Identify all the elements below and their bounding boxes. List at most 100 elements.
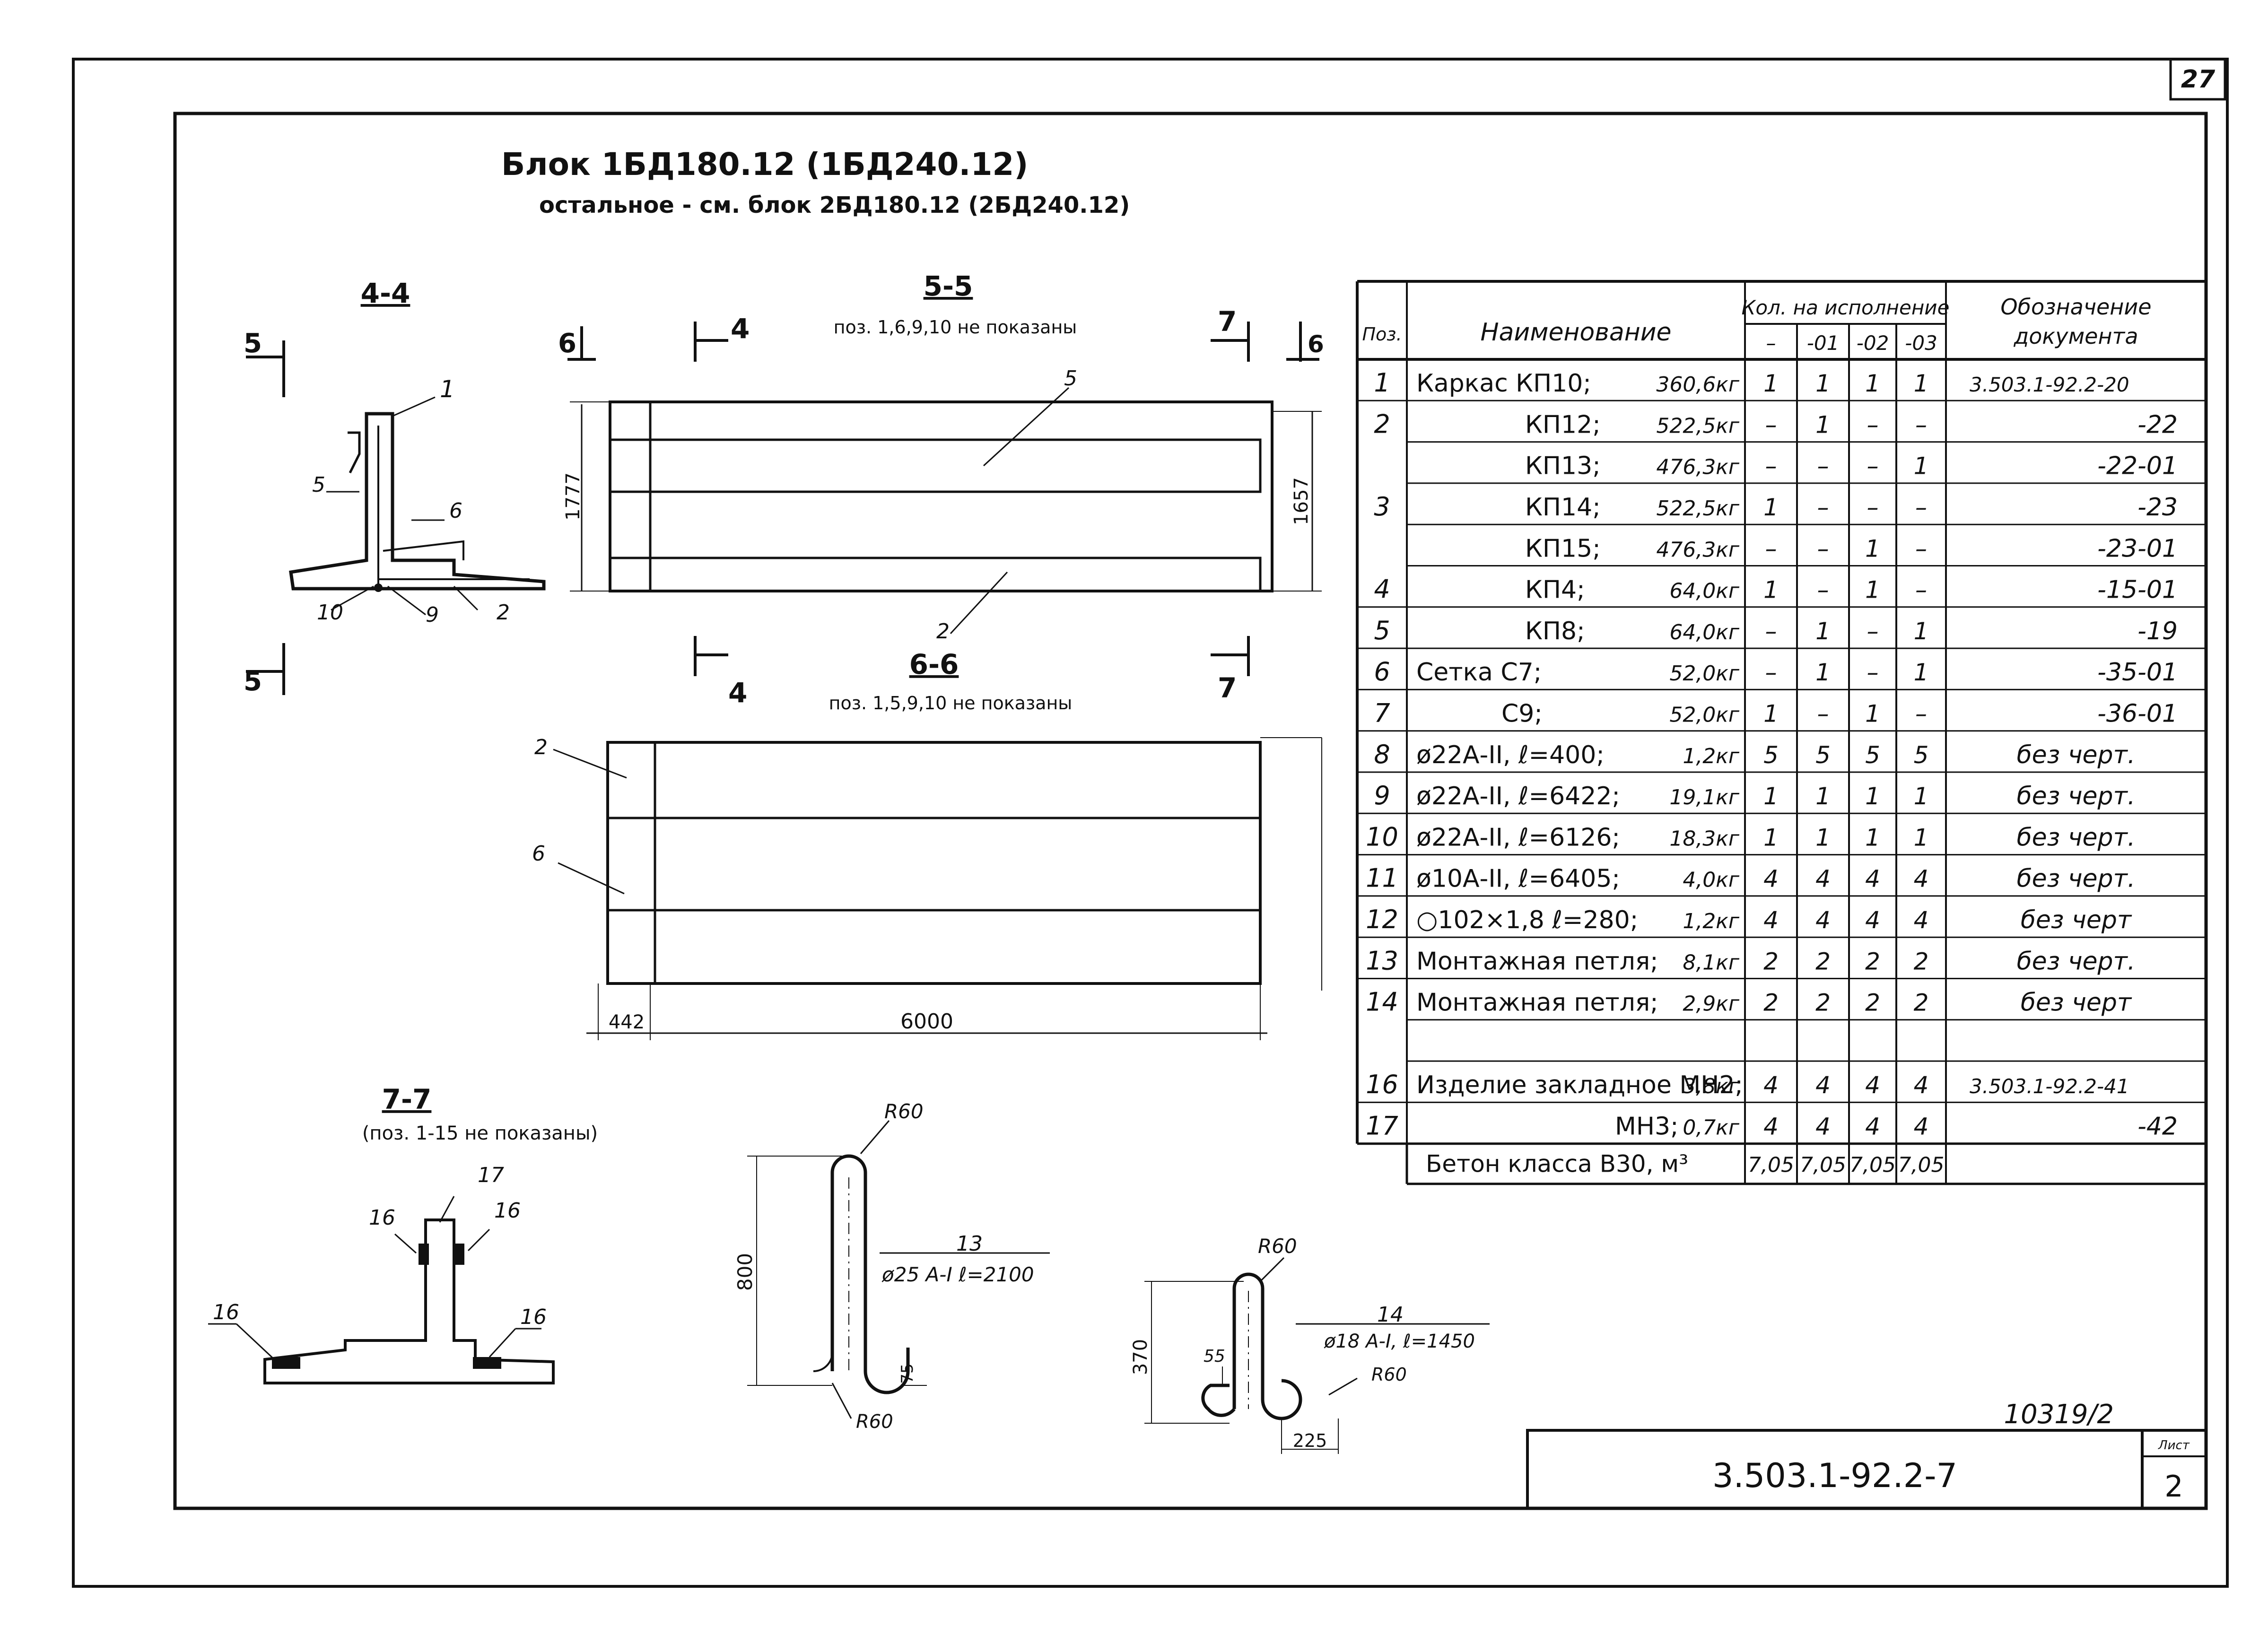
callout: 5 — [312, 473, 325, 497]
row-qty: – — [1867, 453, 1879, 480]
row-qty: 4 — [1865, 906, 1880, 934]
row-qty: 5 — [1763, 741, 1779, 769]
row-qty: 1 — [1914, 659, 1929, 686]
row-mass: 4,0кг — [1683, 868, 1740, 892]
row-qty: – — [1817, 576, 1829, 604]
callout: 6 — [532, 842, 545, 866]
cut-6-left: 6 — [558, 328, 576, 359]
row-doc: 3.503.1-92.2-20 — [1970, 373, 2129, 396]
row-name: КП14; — [1525, 493, 1601, 522]
row-qty: – — [1765, 411, 1777, 438]
cut-6-right: 6 — [1308, 331, 1324, 358]
row-doc: без черт. — [2017, 741, 2136, 769]
row-qty: 1 — [1865, 370, 1880, 397]
cut-4-bottom: 4 — [728, 677, 747, 709]
row-qty: 2 — [1763, 989, 1779, 1017]
row-qty: – — [1765, 535, 1777, 562]
row-pos: 1 — [1374, 368, 1390, 398]
row-qty: 2 — [1914, 948, 1929, 975]
row-name: ø10А-II, ℓ=6405; — [1416, 865, 1620, 893]
row-name: Каркас КП10; — [1416, 369, 1591, 398]
row-mass: 64,0кг — [1669, 620, 1740, 644]
row-qty: 1 — [1763, 576, 1779, 604]
row-qty: – — [1867, 494, 1879, 521]
row-mass: 0,7кг — [1683, 1115, 1740, 1140]
row-qty: 2 — [1815, 989, 1831, 1017]
loop-14-pos: 14 — [1377, 1303, 1404, 1327]
row-mass: 476,3кг — [1656, 455, 1740, 479]
row-qty: – — [1817, 453, 1829, 480]
callout: 16 — [520, 1305, 547, 1329]
row-name: КП12; — [1525, 410, 1601, 439]
row-doc: без черт. — [2017, 782, 2136, 810]
row-mass: 18,3кг — [1669, 827, 1740, 851]
row-doc: -22 — [2137, 410, 2178, 439]
row-qty: 4 — [1763, 906, 1779, 934]
row-qty: – — [1765, 659, 1777, 686]
row-pos: 5 — [1374, 616, 1390, 645]
row-pos: 12 — [1366, 905, 1398, 934]
row-qty: 4 — [1763, 1071, 1779, 1099]
row-doc: -23-01 — [2097, 534, 2178, 563]
row-qty: 1 — [1763, 824, 1779, 851]
callout: 1 — [440, 375, 455, 403]
row-qty: 1 — [1815, 370, 1831, 397]
row-qty: 1 — [1815, 783, 1831, 810]
row-qty: 1 — [1815, 824, 1831, 851]
cut-7-bottom: 7 — [1218, 672, 1237, 704]
r60-bottom: R60 — [856, 1411, 893, 1433]
row-mass: 522,5кг — [1656, 414, 1740, 438]
row-pos: 10 — [1366, 822, 1398, 852]
section-7-7: 7-7 (поз. 1-15 не показаны) 17 16 16 16 … — [208, 1083, 598, 1384]
loop-13-gap: 75 — [898, 1363, 917, 1384]
row-qty: 4 — [1815, 865, 1831, 893]
r60-top-14: R60 — [1258, 1235, 1297, 1258]
dim-height-1777: 1777 — [562, 472, 584, 521]
callout: 17 — [478, 1163, 504, 1187]
row-mass: 3,8кг — [1683, 1074, 1740, 1098]
row-qty: 4 — [1865, 1071, 1880, 1099]
r60-right-14: R60 — [1371, 1364, 1407, 1385]
row-qty: 4 — [1865, 1113, 1880, 1140]
row-pos: 8 — [1374, 740, 1390, 769]
row-qty: 4 — [1763, 1113, 1779, 1140]
row-mass: 19,1кг — [1669, 785, 1740, 809]
section-7-7-note: (поз. 1-15 не показаны) — [362, 1123, 598, 1144]
row-qty: 2 — [1914, 989, 1929, 1017]
row-qty: – — [1817, 535, 1829, 562]
callout: 5 — [1064, 366, 1077, 391]
row-qty: 2 — [1763, 948, 1779, 975]
cut-5-bottom: 5 — [244, 666, 262, 697]
concrete-qty: 7,05 — [1849, 1153, 1896, 1177]
drawing-title: Блок 1БД180.12 (1БД240.12) — [501, 146, 1028, 183]
row-qty: – — [1765, 618, 1777, 645]
row-qty: 1 — [1763, 370, 1779, 397]
sheet-number: 27 — [2181, 65, 2216, 94]
cut-7-top: 7 — [1218, 305, 1237, 338]
section-4-4: 4-4 5 5 1 5 6 10 9 2 — [244, 277, 546, 697]
row-doc: без черт. — [2017, 947, 2136, 975]
row-qty: – — [1867, 411, 1879, 438]
sheet-label: Лист — [2158, 1438, 2190, 1453]
header-variant: -01 — [1807, 331, 1840, 355]
callout: 10 — [317, 600, 343, 625]
row-doc: без черт. — [2017, 865, 2136, 893]
row-pos: 11 — [1366, 863, 1398, 893]
row-name: С9; — [1501, 699, 1543, 728]
row-qty: 4 — [1815, 906, 1831, 934]
callout: 6 — [449, 499, 462, 523]
row-qty: 2 — [1865, 989, 1880, 1017]
row-doc: 3.503.1-92.2-41 — [1970, 1075, 2129, 1098]
cut-5-top: 5 — [244, 328, 262, 359]
section-5-5-note: поз. 1,6,9,10 не показаны — [834, 317, 1077, 338]
dim-442: 442 — [609, 1011, 645, 1033]
row-mass: 8,1кг — [1683, 950, 1740, 975]
row-mass: 1,2кг — [1683, 909, 1740, 933]
loop-13-height: 800 — [733, 1253, 757, 1291]
row-name: Сетка С7; — [1416, 658, 1542, 687]
row-qty: – — [1867, 659, 1879, 686]
cut-4-top: 4 — [731, 313, 750, 345]
title-block: 10319/2 3.503.1-92.2-7 Лист 2 — [1526, 1399, 2207, 1510]
row-qty: – — [1915, 494, 1927, 521]
